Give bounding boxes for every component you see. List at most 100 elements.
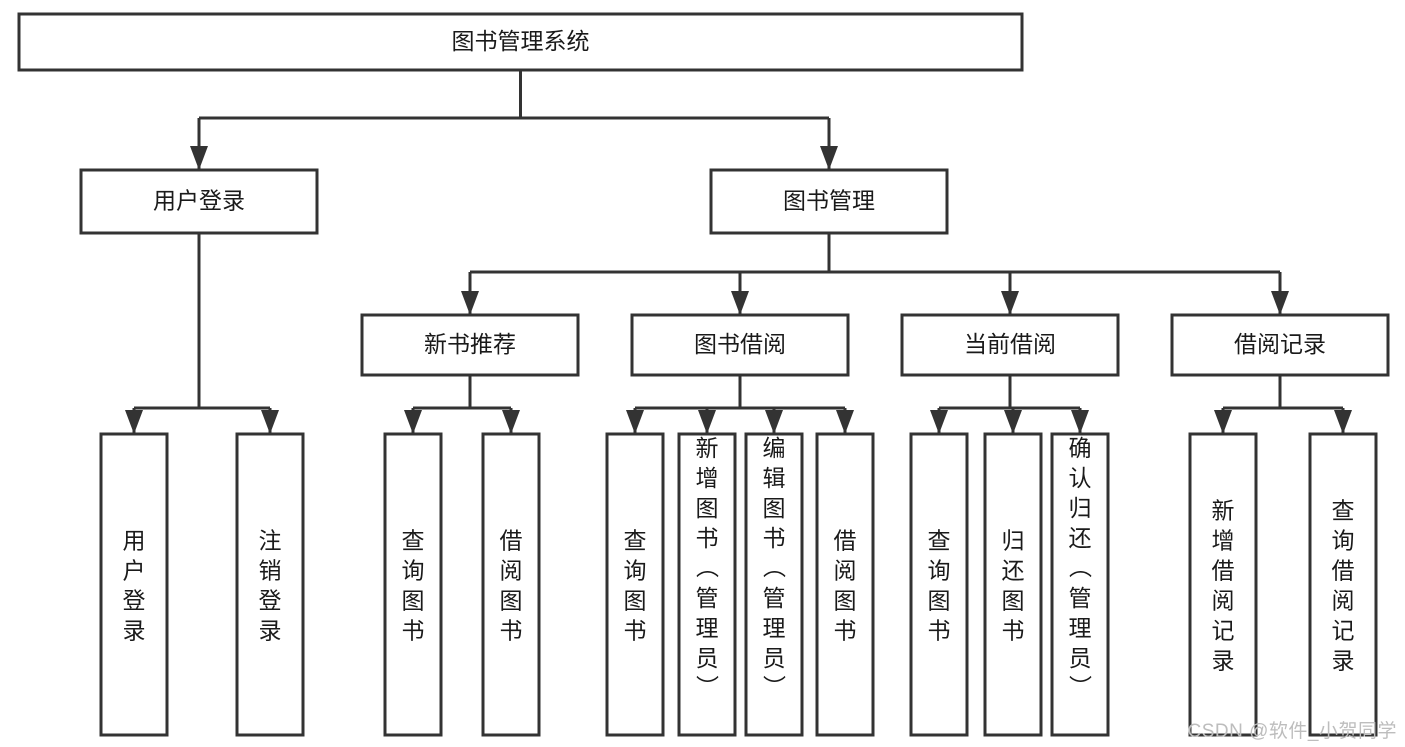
leaf-label-char: 借 xyxy=(1212,558,1235,584)
leaf-label-char: （ xyxy=(1069,555,1093,581)
leaf-label-char: 询 xyxy=(928,558,951,584)
node-root[interactable]: 图书管理系统 xyxy=(17,12,1024,72)
leaf-node[interactable]: 借阅图书 xyxy=(481,432,541,737)
node-borrow-record[interactable]: 借阅记录 xyxy=(1170,313,1390,377)
leaf-node[interactable]: 编辑图书（管理员） xyxy=(744,432,804,737)
leaf-box[interactable] xyxy=(1308,432,1378,737)
node-box[interactable] xyxy=(17,12,1024,72)
leaf-label-char: 查 xyxy=(1332,498,1355,524)
leaf-label-char: 理 xyxy=(696,615,719,641)
leaf-label-char: 借 xyxy=(834,528,857,554)
leaf-label: 新增借阅记录 xyxy=(1212,498,1235,674)
leaf-box[interactable] xyxy=(235,432,305,737)
leaf-label: 用户登录 xyxy=(123,528,146,644)
leaf-label-char: 书 xyxy=(1002,618,1025,644)
leaf-box[interactable] xyxy=(909,432,969,737)
node-current-borrow[interactable]: 当前借阅 xyxy=(900,313,1120,377)
leaf-node[interactable]: 用户登录 xyxy=(99,432,169,737)
leaf-box[interactable] xyxy=(481,432,541,737)
arrow-to-leaf-icon xyxy=(765,410,783,434)
leaf-box[interactable] xyxy=(744,432,804,737)
leaf-label: 查询图书 xyxy=(928,528,951,644)
leaf-node[interactable]: 确认归还（管理员） xyxy=(1050,432,1110,737)
leaf-label-char: 增 xyxy=(696,465,719,491)
node-box[interactable] xyxy=(709,168,949,235)
leaf-box[interactable] xyxy=(677,432,737,737)
leaf-label-char: 阅 xyxy=(500,558,523,584)
leaf-box[interactable] xyxy=(605,432,665,737)
node-box[interactable] xyxy=(900,313,1120,377)
leaf-label-char: 书 xyxy=(763,525,786,551)
arrow-to-leaf-icon xyxy=(836,410,854,434)
leaf-label: 注销登录 xyxy=(259,528,282,644)
leaf-label-char: 归 xyxy=(1069,495,1092,521)
leaf-node[interactable]: 新增借阅记录 xyxy=(1188,432,1258,737)
leaf-node[interactable]: 借阅图书 xyxy=(815,432,875,737)
arrow-to-leaf-icon xyxy=(1214,410,1232,434)
leaf-box[interactable] xyxy=(1188,432,1258,737)
leaf-label-char: 管 xyxy=(696,585,719,611)
leaf-node[interactable]: 注销登录 xyxy=(235,432,305,737)
connector-layer xyxy=(125,70,1352,434)
leaf-box[interactable] xyxy=(383,432,443,737)
leaf-label-char: 新 xyxy=(1212,498,1235,524)
leaf-label-char: 登 xyxy=(259,588,282,614)
leaf-label-char: 员 xyxy=(763,645,786,671)
node-label: 用户登录 xyxy=(153,188,245,214)
leaf-node[interactable]: 查询借阅记录 xyxy=(1308,432,1378,737)
node-box[interactable] xyxy=(630,313,850,377)
leaf-label-char: 录 xyxy=(1212,648,1235,674)
leaf-label-char: 户 xyxy=(123,558,146,584)
node-label: 当前借阅 xyxy=(964,331,1056,357)
leaf-label-char: 图 xyxy=(1002,588,1025,614)
node-new-book-rec[interactable]: 新书推荐 xyxy=(360,313,580,377)
leaf-label-char: （ xyxy=(763,555,787,581)
node-box[interactable] xyxy=(79,168,319,235)
leaf-label-char: 查 xyxy=(928,528,951,554)
leaf-label: 借阅图书 xyxy=(834,528,857,644)
arrow-to-user-login-icon xyxy=(190,146,208,170)
leaf-node[interactable]: 查询图书 xyxy=(605,432,665,737)
leaf-label-char: 询 xyxy=(624,558,647,584)
arrow-to-leaf-icon xyxy=(698,410,716,434)
leaf-label: 借阅图书 xyxy=(500,528,523,644)
leaf-label: 归还图书 xyxy=(1002,528,1025,644)
arrow-to-book-manage-icon xyxy=(820,146,838,170)
leaf-label-char: 书 xyxy=(500,618,523,644)
leaf-label-char: 增 xyxy=(1212,528,1235,554)
leaf-label: 查询图书 xyxy=(624,528,647,644)
node-box[interactable] xyxy=(360,313,580,377)
leaf-node[interactable]: 查询图书 xyxy=(383,432,443,737)
leaf-label-char: 询 xyxy=(1332,528,1355,554)
arrow-to-leaf-icon xyxy=(1334,410,1352,434)
leaf-label-char: ） xyxy=(696,675,720,701)
leaf-label-char: 员 xyxy=(696,645,719,671)
leaf-label-char: 记 xyxy=(1332,618,1355,644)
leaf-label-char: 归 xyxy=(1002,528,1025,554)
leaf-label-char: 图 xyxy=(928,588,951,614)
node-book-borrow[interactable]: 图书借阅 xyxy=(630,313,850,377)
leaf-node[interactable]: 归还图书 xyxy=(983,432,1043,737)
leaf-label-char: 理 xyxy=(1069,615,1092,641)
leaf-label-char: 管 xyxy=(763,585,786,611)
arrow-to-borrow_record-icon xyxy=(1271,291,1289,315)
leaf-label-char: 登 xyxy=(123,588,146,614)
leaf-label-char: 认 xyxy=(1069,465,1092,491)
leaf-box[interactable] xyxy=(983,432,1043,737)
leaf-box[interactable] xyxy=(1050,432,1110,737)
leaf-label-char: 图 xyxy=(402,588,425,614)
node-user-login[interactable]: 用户登录 xyxy=(79,168,319,235)
arrow-to-leaf-icon xyxy=(1004,410,1022,434)
leaf-node[interactable]: 新增图书（管理员） xyxy=(677,432,737,737)
leaf-node[interactable]: 查询图书 xyxy=(909,432,969,737)
leaf-label-char: 录 xyxy=(259,618,282,644)
leaf-box[interactable] xyxy=(815,432,875,737)
node-label: 新书推荐 xyxy=(424,331,516,357)
leaf-label-char: 询 xyxy=(402,558,425,584)
node-book-manage[interactable]: 图书管理 xyxy=(709,168,949,235)
arrow-to-leaf-icon xyxy=(1071,410,1089,434)
node-label: 图书管理系统 xyxy=(452,28,590,54)
leaf-label-char: 书 xyxy=(696,525,719,551)
node-box[interactable] xyxy=(1170,313,1390,377)
leaf-box[interactable] xyxy=(99,432,169,737)
